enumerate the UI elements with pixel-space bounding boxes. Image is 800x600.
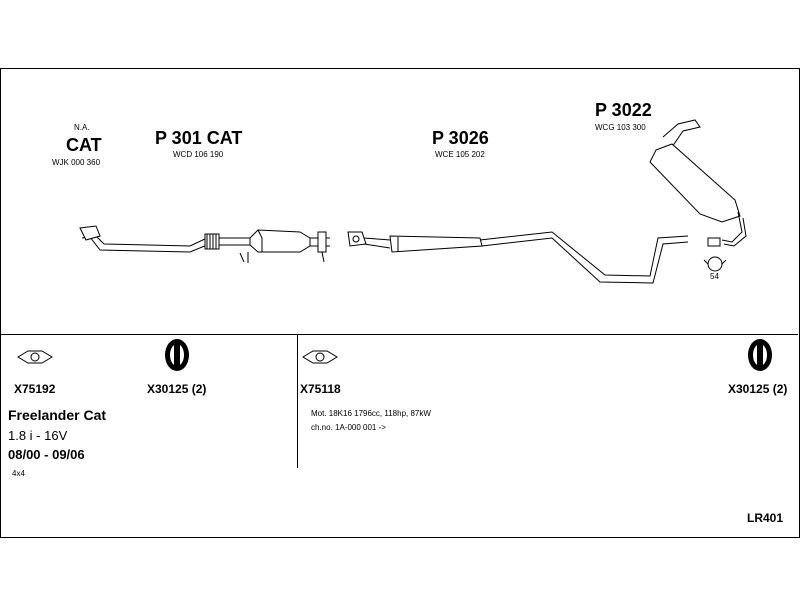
gasket-x75192-label: X75192: [14, 382, 56, 396]
vehicle-drive: 4x4: [12, 469, 25, 478]
p3026-name: P 3026: [432, 128, 489, 148]
vehicle-dates: 08/00 - 09/06: [8, 447, 85, 462]
clamp-54-drawing: [703, 256, 727, 272]
front-catalyst-drawing: [249, 229, 330, 263]
gasket-x75118-label: X75118: [300, 382, 341, 396]
p301-name: P 301 CAT: [155, 128, 243, 148]
hanger-x30125-b-drawing: [748, 339, 772, 371]
p3022-code: WCG 103 300: [595, 123, 646, 132]
rear-silencer-drawing: [649, 119, 747, 247]
chassis-spec: ch.no. 1A-000 001 ->: [311, 423, 386, 432]
gasket-x75192-drawing: [17, 350, 53, 364]
hanger-x30125-a-drawing: [165, 339, 189, 371]
p301-code: WCD 106 190: [173, 150, 224, 159]
vehicle-engine: 1.8 i - 16V: [8, 428, 68, 443]
na-cat-code: WJK 000 360: [52, 158, 101, 167]
na-cat-name: CAT: [66, 135, 102, 155]
na-cat-note: N.A.: [74, 123, 90, 132]
gasket-x75118-drawing: [302, 350, 338, 364]
clamp-54-label: 54: [710, 272, 719, 281]
reference-code: LR401: [747, 511, 784, 525]
motor-spec: Mot. 18K16 1796cc, 118hp, 87kW: [311, 409, 431, 418]
hanger-x30125-a-label: X30125 (2): [147, 382, 207, 396]
front-pipe-drawing: [79, 225, 250, 263]
horizontal-divider: [0, 334, 798, 335]
vehicle-model: Freelander Cat: [8, 407, 107, 423]
p3026-code: WCE 105 202: [435, 150, 485, 159]
p3022-name: P 3022: [595, 100, 652, 120]
vertical-divider: [297, 334, 298, 468]
middle-silencer-drawing: [347, 231, 689, 284]
hanger-x30125-b-label: X30125 (2): [728, 382, 788, 396]
